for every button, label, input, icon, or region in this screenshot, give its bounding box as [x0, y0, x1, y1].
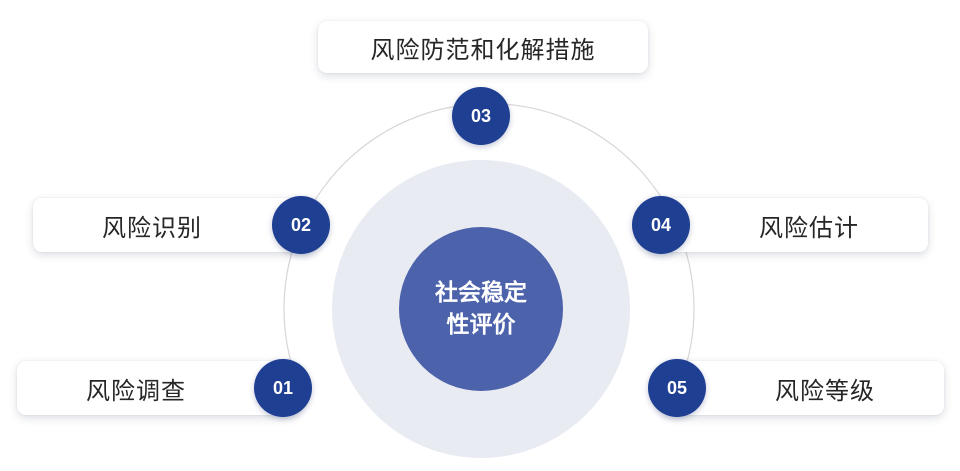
step-label-05: 风险等级	[775, 376, 875, 405]
step-badge-05: 05	[648, 359, 706, 417]
step-badge-02: 02	[272, 196, 330, 254]
step-badge-01: 01	[254, 359, 312, 417]
step-card-03: 风险防范和化解措施	[318, 21, 648, 73]
step-card-04: 风险估计	[646, 198, 928, 252]
step-badge-04: 04	[632, 196, 690, 254]
step-label-04: 风险估计	[759, 213, 859, 242]
step-card-01: 风险调查	[17, 361, 299, 415]
step-card-05: 风险等级	[662, 361, 944, 415]
center-title-line-1: 社会稳定	[435, 280, 527, 306]
step-label-01: 风险调查	[86, 376, 186, 405]
step-card-02: 风险识别	[33, 198, 315, 252]
center-title-line-2: 性评价	[446, 312, 516, 338]
step-label-03: 风险防范和化解措施	[370, 35, 596, 64]
step-label-02: 风险识别	[102, 213, 202, 242]
center-core: 社会稳定 性评价	[399, 227, 563, 391]
step-badge-03: 03	[452, 87, 510, 145]
